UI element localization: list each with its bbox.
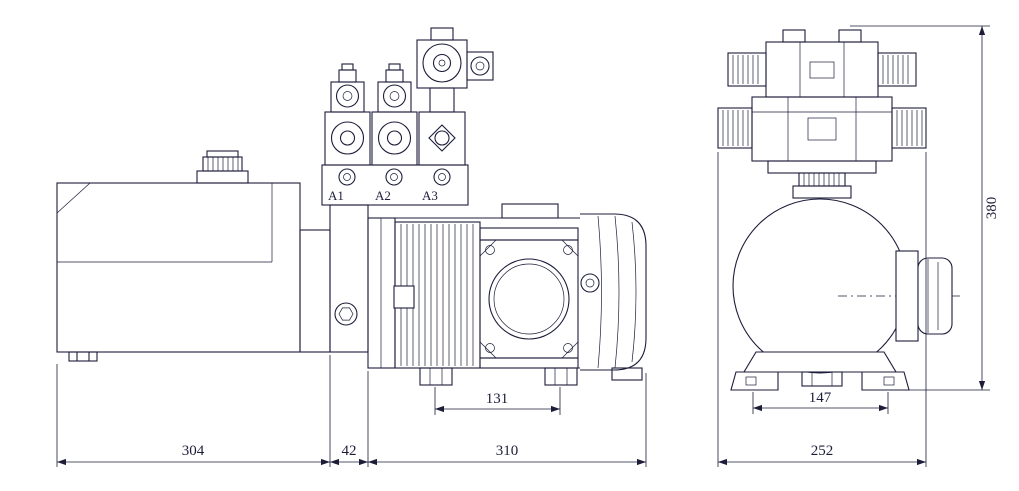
valve-assembly-side: A1 A2 A3 [321,27,494,206]
solenoid-coil-left-lower [717,107,753,149]
motor-terminal-box [479,227,579,369]
dim-252-label: 252 [811,443,834,459]
valve-body-2 [371,111,418,166]
solenoid-coil-right-lower [891,107,927,149]
valve-body-3 [418,111,466,166]
port-a1-label: A1 [328,188,344,203]
manifold-plate-front [767,160,877,174]
dim-147-label: 147 [809,390,832,406]
solenoid-coil-2 [377,63,412,113]
motor-feet [419,367,643,386]
solenoid-coil-left-upper [727,52,767,87]
motor-flange [367,217,396,369]
motor-lifting-boss [501,203,559,219]
valve-tier-2-front [717,96,927,162]
motor-fins [393,221,481,369]
base-front [730,351,910,391]
hex-plug [334,302,358,326]
dim-380: 380 [850,25,1000,391]
port-a2-label: A2 [375,188,391,203]
valve-body-1 [324,111,371,166]
dim-131: 131 [434,387,561,415]
dim-147: 147 [752,390,889,414]
dim-380-label: 380 [984,197,1000,220]
side-view: A1 A2 A3 [56,27,647,467]
dim-chain-bottom: 304 42 310 [56,355,647,467]
valve-tier-1-front [727,29,917,98]
dim-304-label: 304 [182,443,205,459]
relief-valve [416,27,494,113]
tank-foot [68,351,98,362]
motor-profile-front [732,198,908,374]
dim-131-label: 131 [486,391,509,407]
dim-252: 252 [717,152,927,467]
electric-motor-side [367,203,647,386]
filler-cap-side [196,150,249,184]
front-view: 147 252 380 [717,25,1000,467]
cable-gland [580,273,600,293]
port-a3-label: A3 [422,188,438,203]
solenoid-coil-right-upper [877,52,917,87]
oil-tank [56,150,301,362]
solenoid-coil-1 [330,63,365,113]
dim-310-label: 310 [496,443,519,459]
pump-adapter [299,204,369,353]
filler-cap-front [792,172,852,199]
dim-42-label: 42 [342,443,357,459]
pump-front [895,250,953,342]
